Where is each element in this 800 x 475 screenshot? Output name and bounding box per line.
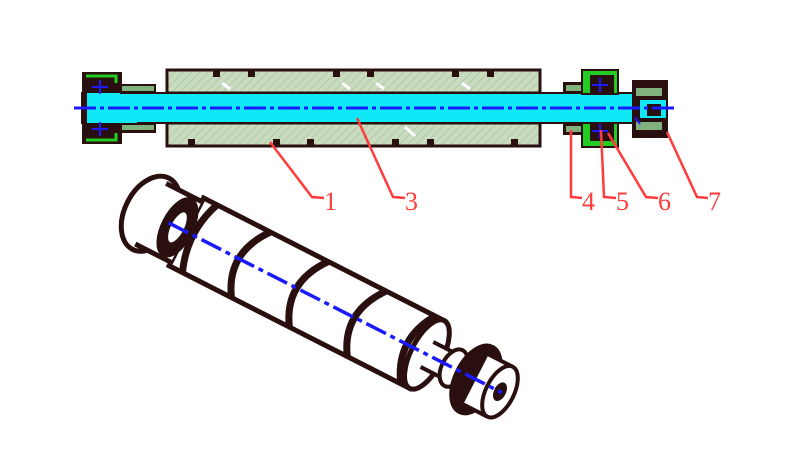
callout-leader-6 (606, 132, 659, 200)
callout-labels: 1 3 4 5 6 7 (324, 187, 721, 216)
callout-label-7: 7 (708, 187, 721, 216)
callout-label-3: 3 (405, 187, 418, 216)
section-view (74, 68, 676, 148)
callout-leader-7 (665, 131, 709, 200)
right-bearing-assembly (563, 69, 668, 148)
callout-label-1: 1 (324, 187, 337, 216)
bearing-cross-marks (92, 80, 108, 136)
highlight-marks (221, 81, 471, 138)
callout-label-6: 6 (658, 187, 671, 216)
callout-leader-3 (355, 117, 406, 200)
callout-leader-4 (569, 130, 583, 200)
callout-leader-5 (599, 129, 617, 200)
groove-notches-top (213, 70, 494, 77)
groove-notches-bottom (188, 139, 518, 146)
callout-label-5: 5 (616, 187, 629, 216)
isometric-centerline (167, 221, 503, 395)
callouts (269, 117, 709, 200)
isometric-view (118, 173, 520, 420)
callout-leader-1 (269, 141, 325, 200)
callout-label-4: 4 (582, 187, 595, 216)
